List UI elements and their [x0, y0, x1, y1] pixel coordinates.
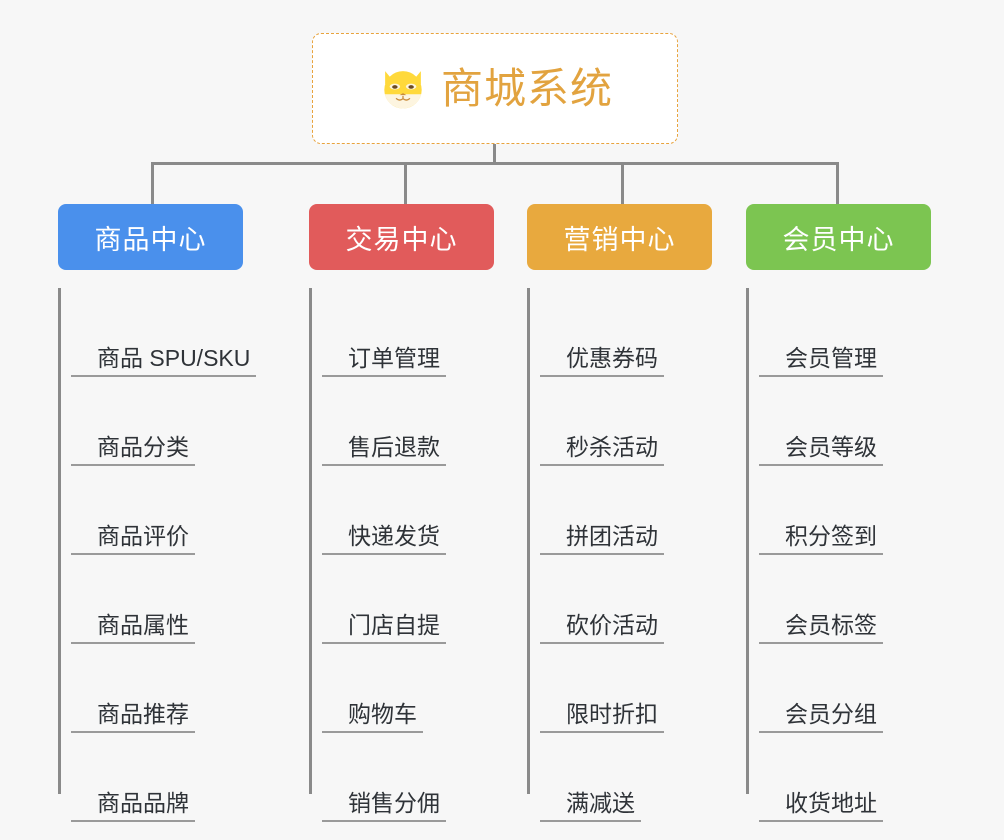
leaf-label: 商品属性	[71, 612, 195, 644]
leaf-rail	[527, 288, 530, 794]
leaf-item[interactable]: 收货地址	[759, 733, 931, 822]
leaf-label: 售后退款	[322, 434, 446, 466]
leaf-label: 收货地址	[759, 790, 883, 822]
connector-root-stem	[493, 144, 496, 165]
leaf-item[interactable]: 会员等级	[759, 377, 931, 466]
leaf-label: 优惠券码	[540, 345, 664, 377]
connector-drop-product-center	[151, 162, 154, 206]
leaf-item[interactable]: 商品属性	[71, 555, 243, 644]
category-label: 交易中心	[345, 224, 458, 255]
connector-horizontal-bus	[151, 162, 839, 165]
leaf-label: 积分签到	[759, 523, 883, 555]
leaf-list-trade-center: 订单管理 售后退款 快递发货 门店自提 购物车 销售分佣	[309, 288, 494, 822]
connector-drop-trade-center	[404, 162, 407, 206]
category-header-product-center[interactable]: 商品中心	[58, 204, 243, 270]
leaf-label: 订单管理	[322, 345, 446, 377]
leaf-label: 秒杀活动	[540, 434, 664, 466]
leaf-label: 商品 SPU/SKU	[71, 345, 257, 377]
leaf-item[interactable]: 拼团活动	[540, 466, 712, 555]
category-label: 商品中心	[94, 224, 207, 255]
category-header-member-center[interactable]: 会员中心	[746, 204, 931, 270]
leaf-item[interactable]: 限时折扣	[540, 644, 712, 733]
leaf-label: 商品品牌	[71, 790, 195, 822]
leaf-item[interactable]: 优惠券码	[540, 288, 712, 377]
branch-trade-center: 交易中心 订单管理 售后退款 快递发货 门店自提 购物车 销售分佣	[309, 204, 494, 822]
leaf-item[interactable]: 售后退款	[322, 377, 494, 466]
connector-drop-marketing-center	[621, 162, 624, 206]
leaf-item[interactable]: 秒杀活动	[540, 377, 712, 466]
leaf-label: 购物车	[322, 701, 423, 733]
root-node-mall-system[interactable]: 商城系统	[312, 33, 678, 144]
leaf-item[interactable]: 商品推荐	[71, 644, 243, 733]
leaf-label: 会员等级	[759, 434, 883, 466]
leaf-label: 会员标签	[759, 612, 883, 644]
leaf-label: 销售分佣	[322, 790, 446, 822]
leaf-label: 会员分组	[759, 701, 883, 733]
category-header-marketing-center[interactable]: 营销中心	[527, 204, 712, 270]
leaf-item[interactable]: 积分签到	[759, 466, 931, 555]
leaf-item[interactable]: 会员管理	[759, 288, 931, 377]
leaf-rail	[746, 288, 749, 794]
leaf-item[interactable]: 会员分组	[759, 644, 931, 733]
leaf-label: 快递发货	[322, 523, 446, 555]
shiba-dog-face-icon	[384, 70, 422, 109]
leaf-label: 商品推荐	[71, 701, 195, 733]
leaf-item[interactable]: 商品分类	[71, 377, 243, 466]
leaf-list-member-center: 会员管理 会员等级 积分签到 会员标签 会员分组 收货地址	[746, 288, 931, 822]
branch-member-center: 会员中心 会员管理 会员等级 积分签到 会员标签 会员分组 收货地址	[746, 204, 931, 822]
leaf-item[interactable]: 订单管理	[322, 288, 494, 377]
leaf-rail	[58, 288, 61, 794]
branch-product-center: 商品中心 商品 SPU/SKU 商品分类 商品评价 商品属性 商品推荐 商品品牌	[58, 204, 257, 822]
leaf-item[interactable]: 门店自提	[322, 555, 494, 644]
leaf-label: 门店自提	[322, 612, 446, 644]
leaf-item[interactable]: 商品评价	[71, 466, 243, 555]
branch-marketing-center: 营销中心 优惠券码 秒杀活动 拼团活动 砍价活动 限时折扣 满减送	[527, 204, 712, 822]
leaf-list-product-center: 商品 SPU/SKU 商品分类 商品评价 商品属性 商品推荐 商品品牌	[58, 288, 257, 822]
leaf-item[interactable]: 购物车	[322, 644, 494, 733]
leaf-label: 拼团活动	[540, 523, 664, 555]
leaf-label: 商品分类	[71, 434, 195, 466]
leaf-label: 砍价活动	[540, 612, 664, 644]
category-label: 营销中心	[563, 224, 676, 255]
category-label: 会员中心	[782, 224, 895, 255]
leaf-label: 会员管理	[759, 345, 883, 377]
leaf-item[interactable]: 商品品牌	[71, 733, 243, 822]
leaf-item[interactable]: 会员标签	[759, 555, 931, 644]
leaf-label: 限时折扣	[540, 701, 664, 733]
leaf-item[interactable]: 销售分佣	[322, 733, 494, 822]
leaf-label: 满减送	[540, 790, 641, 822]
leaf-rail	[309, 288, 312, 794]
leaf-item[interactable]: 快递发货	[322, 466, 494, 555]
connector-drop-member-center	[836, 162, 839, 206]
category-header-trade-center[interactable]: 交易中心	[309, 204, 494, 270]
leaf-item[interactable]: 砍价活动	[540, 555, 712, 644]
leaf-item[interactable]: 满减送	[540, 733, 712, 822]
leaf-label: 商品评价	[71, 523, 195, 555]
leaf-item[interactable]: 商品 SPU/SKU	[71, 288, 257, 377]
root-title: 商城系统	[440, 64, 613, 112]
leaf-list-marketing-center: 优惠券码 秒杀活动 拼团活动 砍价活动 限时折扣 满减送	[527, 288, 712, 822]
